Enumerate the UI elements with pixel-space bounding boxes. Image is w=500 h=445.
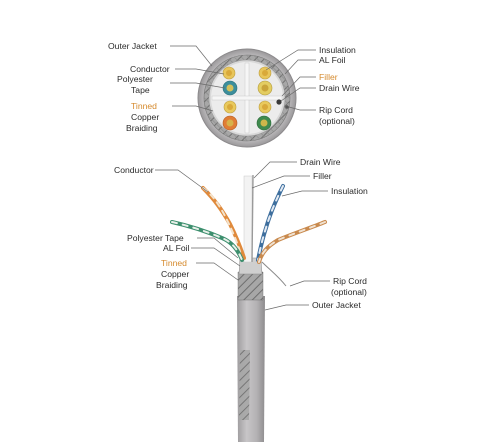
side-braiding [237, 271, 264, 301]
sv-label-filler: Filler [313, 171, 332, 181]
cs-label-rip-cord-2: (optional) [319, 116, 355, 126]
sv-label-insulation: Insulation [331, 186, 368, 196]
cs-label-polyester-1: Polyester [117, 74, 153, 84]
side-drain-wire [251, 174, 254, 263]
pair-top-left [222, 66, 238, 96]
sv-label-rip-cord-2: (optional) [331, 287, 367, 297]
cs-label-tinned-2: Copper [131, 112, 159, 122]
cs-label-rip-cord-1: Rip Cord [319, 105, 353, 115]
side-pair-orange [201, 186, 246, 260]
cs-label-drain-wire: Drain Wire [319, 83, 360, 93]
cs-label-polyester-2: Tape [131, 85, 150, 95]
cross-section [197, 48, 297, 148]
side-filler [243, 175, 253, 263]
sv-label-tinned-3: Braiding [156, 280, 188, 290]
sv-label-outer-jacket: Outer Jacket [312, 300, 361, 310]
filler-cross-h [211, 95, 283, 101]
cs-label-tinned-1: Tinned [131, 101, 157, 111]
side-braid-strip [239, 350, 250, 420]
side-pair-brown [257, 220, 327, 264]
sv-label-polyester-tape: Polyester Tape [127, 233, 184, 243]
side-view-cable [170, 174, 327, 442]
drain-wire-dot [276, 99, 282, 105]
sv-label-rip-cord-1: Rip Cord [333, 276, 367, 286]
sv-label-tinned-2: Copper [161, 269, 189, 279]
cs-label-outer-jacket: Outer Jacket [108, 41, 157, 51]
cs-label-tinned-3: Braiding [126, 123, 158, 133]
cs-label-al-foil: AL Foil [319, 55, 346, 65]
side-pair-blue [256, 184, 285, 262]
sv-label-tinned-1: Tinned [161, 258, 187, 268]
sv-label-conductor: Conductor [114, 165, 154, 175]
pair-top-right [257, 66, 273, 96]
side-pair-green [170, 220, 244, 262]
sv-label-al-foil: AL Foil [163, 243, 190, 253]
cs-label-filler: Filler [319, 72, 338, 82]
pair-bottom-left [222, 100, 238, 131]
rip-cord-dot [285, 105, 289, 109]
cross-section-leaders [170, 45, 316, 112]
pair-bottom-right [256, 100, 272, 131]
side-view-leaders [155, 161, 330, 311]
side-rip-cord [261, 261, 287, 287]
cs-label-insulation: Insulation [319, 45, 356, 55]
sv-label-drain-wire: Drain Wire [300, 157, 341, 167]
cs-label-conductor: Conductor [130, 64, 170, 74]
